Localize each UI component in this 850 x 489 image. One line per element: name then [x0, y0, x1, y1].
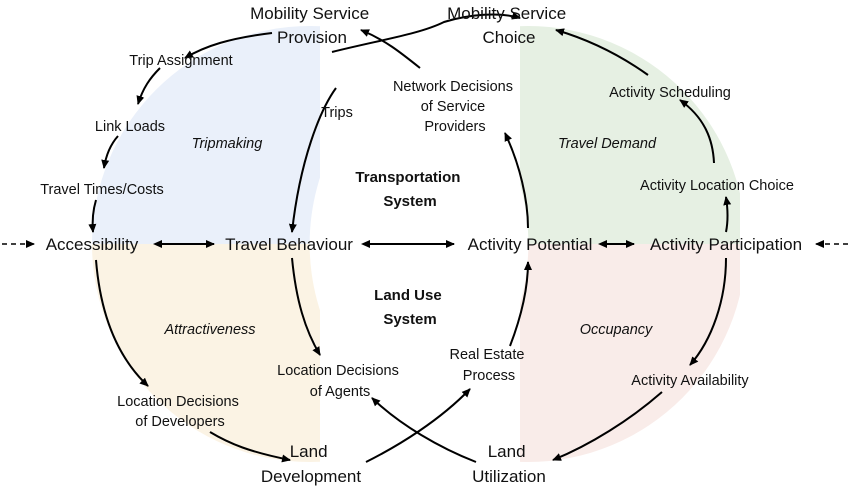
land-utilization-label: Land Utilization — [472, 442, 546, 486]
mobility-service-choice-label: Mobility Service Choice — [447, 4, 571, 47]
accessibility-label: Accessibility — [46, 235, 139, 254]
travel-times-costs-label: Travel Times/Costs — [40, 182, 164, 198]
activity-potential-label: Activity Potential — [468, 235, 593, 254]
attractiveness-label: Attractiveness — [163, 322, 255, 338]
travel-behaviour-label: Travel Behaviour — [225, 235, 353, 254]
tripmaking-label: Tripmaking — [192, 136, 263, 152]
quadrant-labels: Tripmaking Travel Demand Attractiveness … — [163, 136, 656, 338]
activity-location-choice-label: Activity Location Choice — [640, 178, 794, 194]
link-loads-label: Link Loads — [95, 119, 165, 135]
location-decisions-developers-label: Location Decisions of Developers — [117, 394, 243, 430]
occupancy-label: Occupancy — [580, 322, 653, 338]
quadrant-fills — [92, 26, 740, 462]
attractiveness-fill — [92, 244, 320, 462]
occupancy-fill — [520, 244, 740, 462]
activity-scheduling-label: Activity Scheduling — [609, 85, 731, 101]
activity-availability-label: Activity Availability — [631, 373, 749, 389]
travel-demand-label: Travel Demand — [558, 136, 657, 152]
real-estate-process-label: Real Estate Process — [450, 347, 529, 384]
activity-participation-label: Activity Participation — [650, 235, 802, 254]
mobility-service-provision-label: Mobility Service Provision — [250, 4, 374, 47]
center-labels: Transportation System Land Use System — [355, 169, 464, 328]
left-cycle-arrows — [88, 29, 532, 463]
land-development-label: Land Development — [261, 442, 361, 486]
land-use-system-label: Land Use System — [374, 287, 446, 328]
node-labels: Mobility Service Provision Mobility Serv… — [40, 4, 802, 486]
network-decisions-label: Network Decisions of Service Providers — [393, 79, 517, 135]
trip-assignment-label: Trip Assignment — [129, 53, 232, 69]
right-cycle-arrows — [331, 11, 732, 463]
trips-label: Trips — [321, 105, 353, 121]
location-decisions-agents-label: Location Decisions of Agents — [277, 363, 403, 400]
transportation-system-label: Transportation System — [355, 169, 464, 210]
